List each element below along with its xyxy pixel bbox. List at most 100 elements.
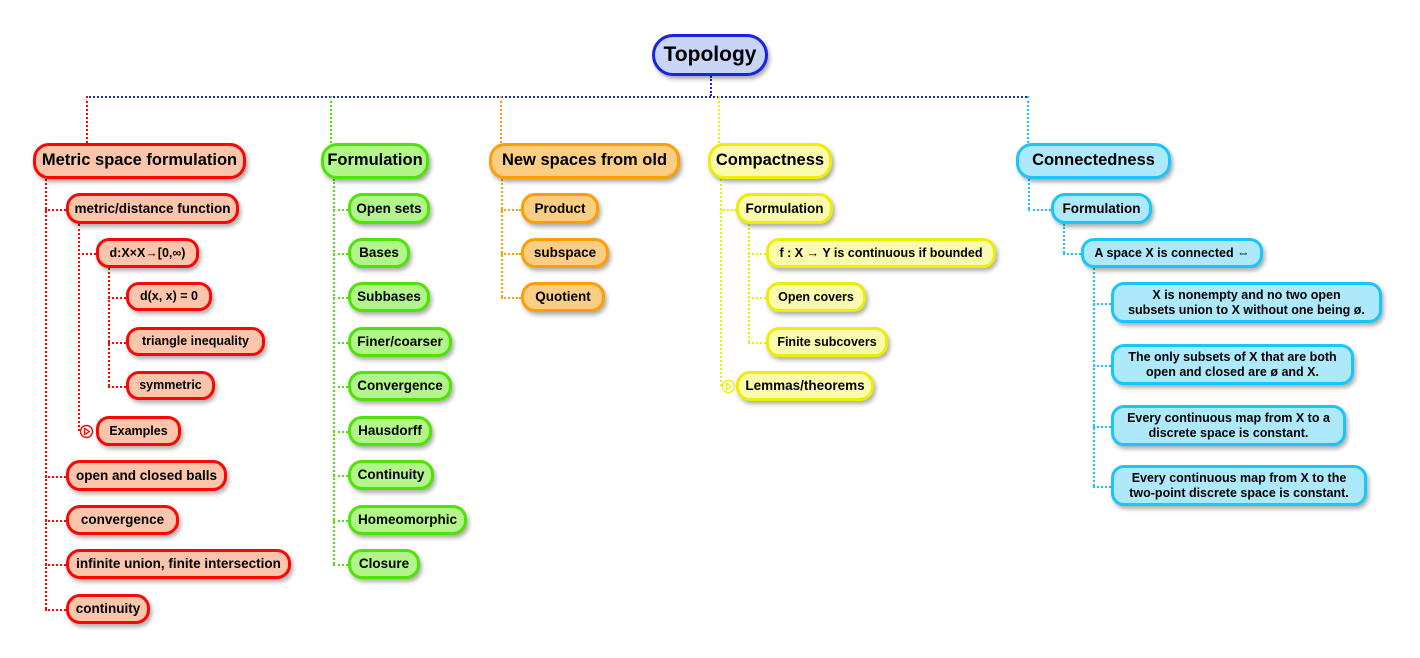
connector-stub <box>748 342 766 344</box>
node-label: A space X is connected ⇔ <box>1094 245 1250 260</box>
node-label: Bases <box>359 245 399 261</box>
connector-stub <box>333 386 348 388</box>
node-metric-distance-function[interactable]: metric/distance function <box>66 193 239 224</box>
connector-stub <box>45 520 66 522</box>
node-finite-subcovers[interactable]: Finite subcovers <box>766 327 888 357</box>
trunk-spine <box>86 96 1027 98</box>
connector-stub <box>1028 208 1051 211</box>
node-f-x-y-is-continuous-if-bounded[interactable]: f : X → Y is continuous if bounded <box>766 238 996 268</box>
node-homeomorphic[interactable]: Homeomorphic <box>348 505 467 535</box>
node-label: Hausdorff <box>358 423 422 439</box>
connector-stub <box>333 253 348 255</box>
trunk-drop <box>710 76 712 96</box>
connector-stub <box>45 475 66 478</box>
node-product[interactable]: Product <box>521 193 599 224</box>
node-label: Open sets <box>356 200 422 216</box>
connector-stub <box>748 253 766 255</box>
node-x-is-nonempty-and-no-two-open-subsets-union-[interactable]: X is nonempty and no two open subsets un… <box>1111 282 1382 323</box>
connector-stub <box>108 341 126 344</box>
connector-rail <box>78 224 80 431</box>
node-lemmas-theorems[interactable]: Lemmas/theorems <box>736 371 874 401</box>
connector-rail <box>720 179 722 386</box>
connector-rail <box>1063 224 1065 253</box>
connector-stub <box>501 297 521 299</box>
connector-stub <box>1093 364 1111 367</box>
node-label: Quotient <box>535 289 591 305</box>
node-subspace[interactable]: subspace <box>521 238 609 268</box>
node-a-space-x-is-connected[interactable]: A space X is connected ⇔ <box>1081 238 1263 268</box>
node-every-continuous-map-from-x-to-the-two-point[interactable]: Every continuous map from X to the two-p… <box>1111 465 1367 506</box>
node-open-sets[interactable]: Open sets <box>348 193 430 224</box>
branch-header-new-spaces-from-old[interactable]: New spaces from old <box>489 143 680 179</box>
node-label: Open covers <box>778 289 854 304</box>
node-label: convergence <box>80 512 165 528</box>
branch-drop-connectedness <box>1027 96 1029 143</box>
connector-stub <box>45 208 66 211</box>
node-label: Convergence <box>357 378 443 394</box>
node-hausdorff[interactable]: Hausdorff <box>348 416 432 446</box>
node-every-continuous-map-from-x-to-a-discrete-sp[interactable]: Every continuous map from X to a discret… <box>1111 405 1346 446</box>
branch-drop-metric-space-formulation <box>86 96 88 143</box>
node-label: continuity <box>75 601 141 617</box>
connector-stub <box>333 297 348 299</box>
connector-stub <box>1063 253 1081 255</box>
expand-triangle-icon[interactable] <box>79 424 94 439</box>
node-continuity[interactable]: Continuity <box>348 460 434 490</box>
node-label: Closure <box>358 556 410 572</box>
branch-header-connectedness[interactable]: Connectedness <box>1016 143 1171 179</box>
connector-rail <box>108 268 110 386</box>
branch-drop-compactness <box>718 96 720 143</box>
connector-stub <box>333 208 348 211</box>
node-label: d(x, x) = 0 <box>139 289 198 304</box>
node-label: symmetric <box>139 378 202 393</box>
node-symmetric[interactable]: symmetric <box>126 371 215 400</box>
connector-rail <box>333 179 335 564</box>
root-node-topology[interactable]: Topology <box>652 34 768 76</box>
node-triangle-inequality[interactable]: triangle inequality <box>126 327 265 356</box>
branch-header-compactness[interactable]: Compactness <box>708 143 832 179</box>
connector-stub <box>501 253 521 255</box>
connector-rail <box>501 179 503 297</box>
node-label: Subbases <box>357 289 421 305</box>
node-formulation[interactable]: Formulation <box>1051 193 1152 224</box>
branch-header-label: New spaces from old <box>501 151 668 170</box>
connector-stub <box>333 342 348 344</box>
branch-header-formulation[interactable]: Formulation <box>321 143 429 179</box>
node-d-x-x-0[interactable]: d(x, x) = 0 <box>126 282 212 311</box>
node-label: Every continuous map from X to a discret… <box>1127 410 1330 440</box>
node-convergence[interactable]: Convergence <box>348 371 452 401</box>
branch-drop-formulation <box>330 96 332 143</box>
node-label: Examples <box>109 423 168 438</box>
node-examples[interactable]: Examples <box>96 416 181 446</box>
node-label: metric/distance function <box>74 200 231 216</box>
branch-header-metric-space-formulation[interactable]: Metric space formulation <box>33 143 246 179</box>
node-the-only-subsets-of-x-that-are-both-open-and[interactable]: The only subsets of X that are both open… <box>1111 344 1354 385</box>
node-continuity[interactable]: continuity <box>66 594 150 624</box>
node-formulation[interactable]: Formulation <box>736 193 833 224</box>
branch-drop-new-spaces-from-old <box>500 96 502 143</box>
node-bases[interactable]: Bases <box>348 238 410 268</box>
node-label: infinite union, finite intersection <box>76 556 281 572</box>
node-infinite-union-finite-intersection[interactable]: infinite union, finite intersection <box>66 549 291 579</box>
node-open-and-closed-balls[interactable]: open and closed balls <box>66 460 227 491</box>
branch-header-label: Compactness <box>715 151 825 170</box>
node-d-x-x-0[interactable]: d:X×X→[0,∞) <box>96 238 199 268</box>
connector-rail <box>1028 179 1030 209</box>
connector-stub <box>1093 302 1111 305</box>
connector-stub <box>333 564 348 566</box>
node-open-covers[interactable]: Open covers <box>766 282 866 312</box>
node-quotient[interactable]: Quotient <box>521 282 605 312</box>
node-label: Every continuous map from X to the two-p… <box>1129 470 1349 500</box>
node-label: Formulation <box>745 200 824 216</box>
expand-triangle-icon[interactable] <box>721 379 736 394</box>
connector-stub <box>1093 425 1111 428</box>
connector-stub <box>45 609 66 611</box>
node-label: Homeomorphic <box>357 512 457 528</box>
node-closure[interactable]: Closure <box>348 549 420 579</box>
branch-header-label: Connectedness <box>1032 151 1155 170</box>
node-finer-coarser[interactable]: Finer/coarser <box>348 327 452 357</box>
node-convergence[interactable]: convergence <box>66 505 179 535</box>
node-subbases[interactable]: Subbases <box>348 282 430 312</box>
node-label: Finer/coarser <box>357 334 443 350</box>
